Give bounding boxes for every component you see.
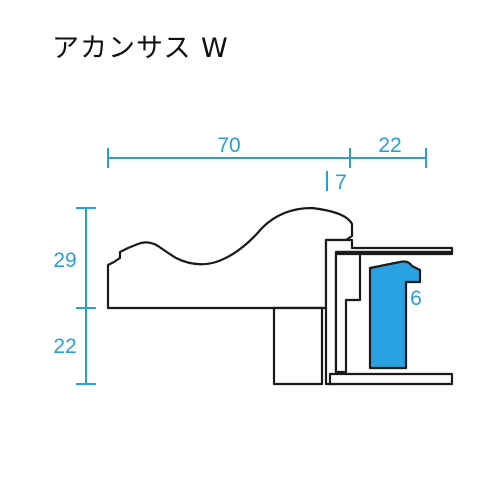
dim-label-29: 29 bbox=[53, 249, 76, 272]
blue-insert bbox=[368, 260, 422, 370]
dim-label-7: 7 bbox=[335, 171, 347, 194]
product-title: アカンサス W bbox=[52, 33, 229, 64]
frame-outline bbox=[106, 206, 454, 386]
dim-label-70: 70 bbox=[217, 134, 240, 157]
dim-label-22-top: 22 bbox=[378, 134, 401, 157]
dimension-lines bbox=[76, 148, 427, 385]
dim-label-6: 6 bbox=[410, 287, 422, 310]
dim-label-22-left: 22 bbox=[53, 335, 76, 358]
